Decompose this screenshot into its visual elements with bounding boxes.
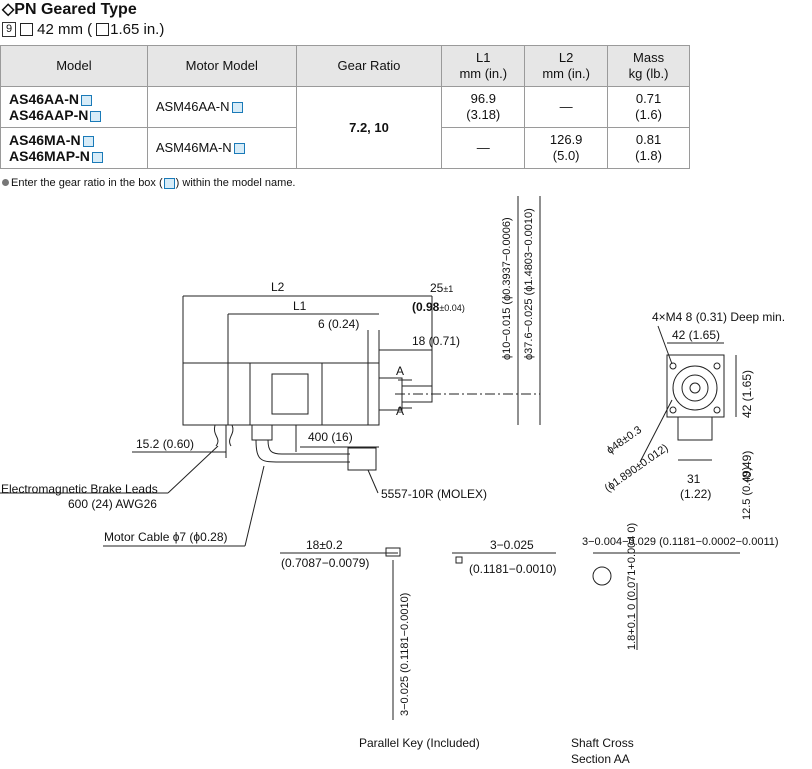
frame-size-in: 1.65 in.) xyxy=(110,21,165,38)
l2-cell: 126.9(5.0) xyxy=(524,127,609,169)
connector-label: 5557-10R (MOLEX) xyxy=(381,487,488,501)
section-a-bottom: A xyxy=(396,404,405,418)
dim-42-top-label: 42 (1.65) xyxy=(672,328,721,342)
frame-size-mm: 42 mm ( xyxy=(37,21,93,38)
column-header: Model xyxy=(0,45,148,87)
brake-awg-label: 600 (24) AWG26 xyxy=(68,497,157,511)
l1-label: L1 xyxy=(293,299,307,313)
square-symbol-icon xyxy=(96,23,110,36)
dim-31-in-label: (1.22) xyxy=(680,487,712,501)
l2-label: L2 xyxy=(271,280,285,294)
front-flange xyxy=(666,354,725,418)
key-07087-label: (0.7087−0.0079) xyxy=(281,556,370,570)
front-cable-gland xyxy=(677,417,713,441)
motor-cable xyxy=(255,439,350,463)
shaft-18-label: 1.8+0.1 0 (0.071+0.004 0) xyxy=(626,522,638,650)
leader-line xyxy=(639,399,673,463)
frame-size-line: 9 42 mm ( 1.65 in.) xyxy=(2,21,164,38)
l1-cell: — xyxy=(441,127,526,169)
leader-line xyxy=(367,469,379,494)
dim-31-label: 31 xyxy=(687,472,701,486)
column-header: Gear Ratio xyxy=(295,45,443,87)
shaft-3-label: 3−0.004−0.029 (0.1181−0.0002−0.0011) xyxy=(582,536,779,548)
column-header: Motor Model xyxy=(146,45,297,87)
mass-cell: 0.81(1.8) xyxy=(607,127,690,169)
parallel-key-caption: Parallel Key (Included) xyxy=(359,736,480,750)
motor-model-cell: ASM46MA-N xyxy=(146,127,297,169)
leader-line xyxy=(657,325,673,365)
shaft-section-caption-2: Section AA xyxy=(571,752,630,766)
front-pilot xyxy=(672,365,718,411)
brake-leads-label: Electromagnetic Brake Leads xyxy=(1,482,158,496)
leader-line xyxy=(167,445,219,494)
page-title: ◇PN Geared Type xyxy=(2,1,137,18)
shaft-section xyxy=(592,566,612,586)
connector-shape xyxy=(347,447,377,471)
phi10-label: ϕ10−0.015 (ϕ0.3937−0.0006) xyxy=(501,217,513,360)
key-18-label: 18±0.2 xyxy=(306,538,343,552)
motor-body-outline xyxy=(182,362,380,426)
front-boss xyxy=(681,374,709,402)
motor-model-cell: ASM46AA-N xyxy=(146,86,297,128)
phi37-label: ϕ37.6−0.025 (ϕ1.4803−0.0010) xyxy=(523,208,535,360)
mount-hole xyxy=(713,406,721,414)
motor-cable-label: Motor Cable ϕ7 (ϕ0.28) xyxy=(104,530,228,544)
brake-lead xyxy=(213,424,219,447)
gear-ratio-note: Enter the gear ratio in the box () withi… xyxy=(2,177,296,189)
cable-gland xyxy=(251,425,273,441)
dim-18-label: 18 (0.71) xyxy=(412,334,461,348)
leader-line xyxy=(244,465,265,547)
dim-6-label: 6 (0.24) xyxy=(318,317,360,331)
key-01181-label: (0.1181−0.0010) xyxy=(469,562,557,576)
shaft-section-caption: Shaft Cross xyxy=(571,736,634,750)
bullet-icon xyxy=(2,179,9,186)
brake-lead xyxy=(229,424,234,447)
mount-hole xyxy=(713,362,721,370)
mass-cell: 0.71(1.6) xyxy=(607,86,690,128)
dim-098-label: (0.98±0.04) xyxy=(412,300,465,314)
dim-400-label: 400 (16) xyxy=(308,430,353,444)
mount-hole xyxy=(669,406,677,414)
key-3-vert-label: 3−0.025 (0.1181−0.0010) xyxy=(399,592,411,716)
dim-25-label: 25±1 xyxy=(430,281,454,295)
square-symbol-icon xyxy=(20,23,34,36)
l2-cell: — xyxy=(524,86,609,128)
nameplate xyxy=(271,373,309,415)
frame-number-badge: 9 xyxy=(2,22,17,37)
key-3-label: 3−0.025 xyxy=(490,538,534,552)
key-side-view xyxy=(385,547,401,557)
l1-cell: 96.9(3.18) xyxy=(441,86,526,128)
section-a-top: A xyxy=(396,364,405,378)
front-shaft xyxy=(689,382,701,394)
dim-42-side-label: 42 (1.65) xyxy=(740,369,754,418)
dim-12-5-label: 12.5 (0.49) xyxy=(741,466,753,520)
holes-label: 4×M4 8 (0.31) Deep min. xyxy=(652,310,786,324)
dim-15-label: 15.2 (0.60) xyxy=(136,437,195,451)
mount-hole xyxy=(669,362,677,370)
key-end-view xyxy=(455,556,463,564)
